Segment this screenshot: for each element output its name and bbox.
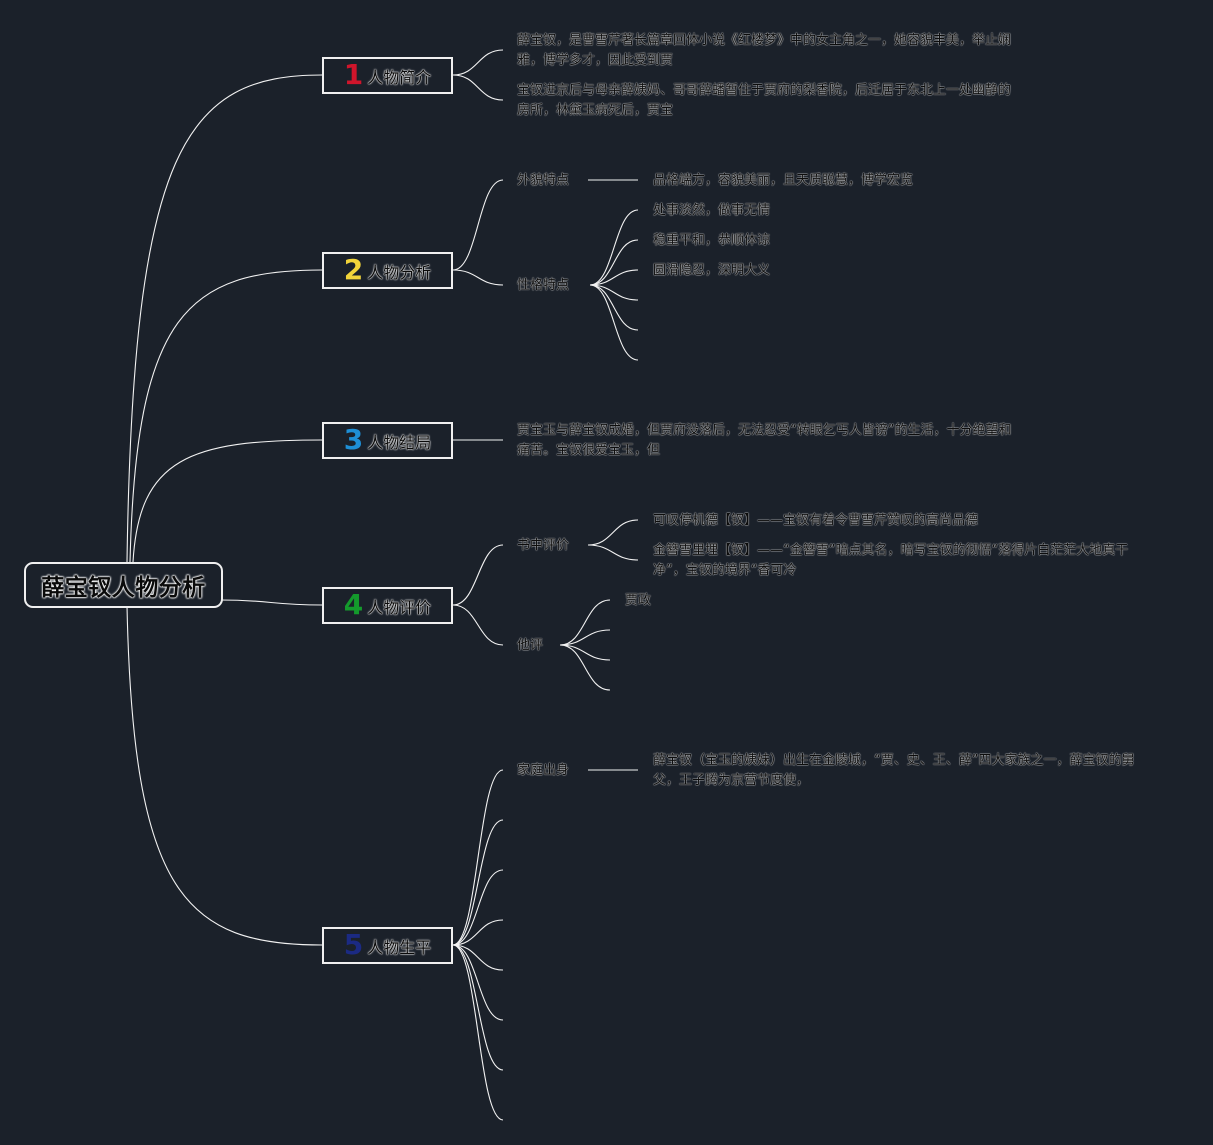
others-evaluation-label[interactable]: 他评 (517, 638, 544, 653)
branch-link (452, 819, 504, 946)
personality-item[interactable]: 圆滑隐忍，深明大义 (653, 263, 771, 278)
family-label[interactable]: 家庭出身 (517, 763, 570, 778)
book-evaluation-item[interactable]: 可叹停机德【钗】——宝钗有着令曹雪芹赞叹的高尚品德 (653, 513, 979, 528)
topic-label-ending: 人物结局 (367, 432, 432, 452)
branch-link (452, 919, 504, 946)
others-evaluation-item[interactable]: 贾政 (625, 593, 652, 608)
branch-link (559, 599, 611, 646)
topic-number-1: 1 (343, 57, 364, 91)
branch-link (452, 944, 504, 1071)
appearance-text[interactable]: 品格端方，容貌美丽，且天质聪慧，博学宏览 (653, 173, 914, 188)
intro-paragraph-2[interactable]: 宝钗进京后与母亲薛姨妈、哥哥薛蟠暂住于贾府的梨香院，后迁居于东北上一处幽静的房所… (517, 83, 1012, 118)
personality-label[interactable]: 性格特点 (517, 278, 570, 293)
topic-number-2: 2 (343, 252, 364, 286)
personality-item[interactable]: 处事淡然，做事无情 (653, 203, 771, 218)
root-link (126, 74, 323, 563)
topic-evaluation[interactable]: 4 人物评价 (322, 587, 453, 624)
topic-analysis[interactable]: 2 人物分析 (322, 252, 453, 289)
root-topic[interactable]: 薛宝钗人物分析 (24, 562, 223, 608)
branch-link (452, 944, 504, 1021)
topic-number-3: 3 (343, 422, 364, 456)
branch-link (589, 269, 639, 286)
branch-link (559, 644, 611, 661)
branch-link (589, 209, 639, 286)
topic-intro[interactable]: 1 人物简介 (322, 57, 453, 94)
topic-label-life: 人物生平 (367, 937, 432, 957)
branch-link (452, 944, 504, 1121)
branch-link (587, 544, 639, 561)
branch-link (452, 49, 504, 76)
topic-number-5: 5 (343, 927, 364, 961)
topic-label-analysis: 人物分析 (367, 262, 432, 282)
intro-paragraph-1[interactable]: 薛宝钗，是曹雪芹著长篇章回体小说《红楼梦》中的女主角之一，她容貌丰美，举止娴雅，… (517, 33, 1012, 68)
root-link (132, 439, 323, 563)
branch-link (452, 869, 504, 946)
ending-text[interactable]: 贾宝玉与薛宝钗成婚，但贾府没落后，无法忍受“转眼乞丐人皆谤”的生活，十分绝望和痛… (517, 423, 1012, 458)
root-link (129, 269, 323, 563)
branch-link (452, 944, 504, 971)
branch-link (452, 769, 504, 946)
root-link (126, 605, 323, 946)
book-evaluation-label[interactable]: 书中评价 (517, 538, 570, 553)
topic-label-evaluation: 人物评价 (367, 597, 432, 617)
branch-link (452, 74, 504, 101)
root-link (219, 599, 323, 606)
topic-label-intro: 人物简介 (367, 67, 432, 87)
book-evaluation-item[interactable]: 金簪雪里埋【钗】——“金簪雪”暗点其名，暗写宝钗的彻悟“落得片白茫茫大地真干净”… (653, 543, 1129, 578)
topic-ending[interactable]: 3 人物结局 (322, 422, 453, 459)
branch-link (452, 269, 504, 286)
branch-link (452, 604, 504, 646)
family-text[interactable]: 薛宝钗（宝玉的姨妹）出生在金陵城，“贾、史、王、薛”四大家族之一，薛宝钗的舅父，… (653, 753, 1135, 788)
personality-item[interactable]: 稳重平和，恭顺体谅 (653, 233, 771, 248)
branch-link (589, 284, 639, 331)
appearance-label[interactable]: 外貌特点 (517, 173, 570, 188)
branch-link (589, 284, 639, 361)
branch-link (559, 629, 611, 646)
root-title: 薛宝钗人物分析 (41, 575, 206, 601)
branch-link (452, 544, 504, 606)
branch-link (587, 519, 639, 546)
topic-life[interactable]: 5 人物生平 (322, 927, 453, 964)
branch-link (559, 644, 611, 691)
branch-link (452, 179, 504, 271)
branch-link (589, 239, 639, 286)
topic-number-4: 4 (343, 587, 364, 621)
